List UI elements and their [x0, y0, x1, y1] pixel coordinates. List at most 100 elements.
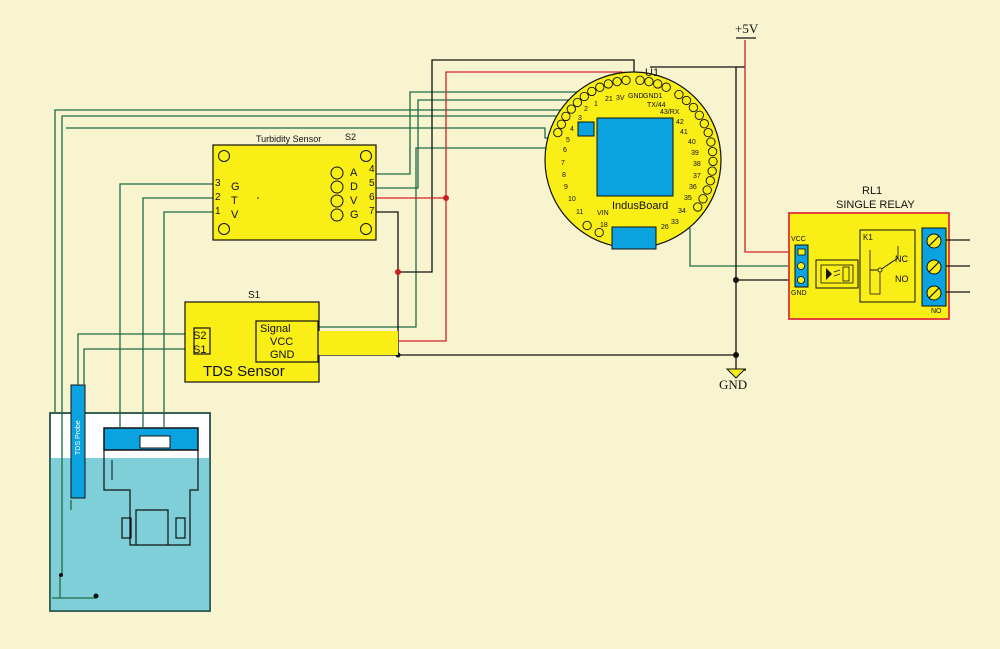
- board-pin-hole: [595, 82, 605, 92]
- board-pin-hole: [556, 119, 567, 129]
- turbidity-pin-V: V: [231, 209, 239, 221]
- board-pin-41: 41: [680, 129, 688, 136]
- board-pin-1: 1: [594, 101, 598, 108]
- tds-title: TDS Sensor: [203, 363, 285, 380]
- board-pin-hole: [703, 127, 713, 138]
- tds-pin-s2: S2: [193, 330, 206, 342]
- board-pin-hole: [644, 76, 654, 87]
- turbidity-title: Turbidity Sensor: [256, 134, 321, 144]
- board-pin-gnd1: GND1: [643, 93, 663, 100]
- board-pin-5: 5: [566, 137, 570, 144]
- board-pin-8: 8: [562, 172, 566, 179]
- board-pin-2: 2: [584, 106, 588, 113]
- board-pin-hole: [688, 102, 699, 113]
- relay-pin-gnd: GND: [791, 290, 807, 297]
- turbidity-pin-num-6: 6: [369, 192, 375, 203]
- turbidity-probe: [103, 427, 199, 546]
- turbidity-pin-num-7: 7: [369, 206, 375, 217]
- board-pin-hole: [579, 91, 589, 102]
- turbidity-pin-A: A: [350, 167, 358, 179]
- board-pin-hole: [553, 127, 563, 138]
- tds-vcc-label: VCC: [270, 336, 293, 348]
- board-name: IndusBoard: [612, 200, 668, 212]
- board-pin-tx44: TX/44: [647, 102, 666, 109]
- board-pin-hole: [698, 194, 708, 204]
- board-pin-hole: [705, 176, 715, 186]
- board-pin-21: 21: [605, 96, 613, 103]
- tds-sensor: S1 S2 S1 Signal VCC GND TDS Sensor: [184, 290, 398, 383]
- turbidity-pin-num-2: 2: [215, 192, 221, 203]
- board-pin-3: 3: [578, 115, 582, 122]
- board-pin-hole: [661, 82, 671, 92]
- board-pin-hole: [699, 119, 709, 129]
- board-pin-40: 40: [688, 139, 696, 146]
- board-pin-43rx: 43/RX: [660, 109, 680, 116]
- relay-k1: K1: [863, 233, 873, 242]
- board-pin-hole: [707, 146, 718, 157]
- board-pin-39: 39: [691, 150, 699, 157]
- tds-gnd-label: GND: [270, 349, 295, 361]
- board-pin-hole: [572, 97, 583, 108]
- board-pin-hole: [612, 76, 622, 87]
- tds-probe-label: TDS Probe: [75, 420, 82, 455]
- turbidity-pin-num-4: 4: [369, 164, 375, 175]
- board-pin-hole: [582, 220, 592, 231]
- relay-pin-vcc: VCC: [791, 236, 806, 243]
- turbidity-pin-D: D: [350, 181, 358, 193]
- relay-no: NO: [895, 274, 909, 284]
- board-pin-hole: [693, 202, 703, 212]
- board-pin-hole: [681, 95, 692, 106]
- board-pin-10: 10: [568, 196, 576, 203]
- board-pin-34: 34: [678, 208, 686, 215]
- board-pin-4: 4: [570, 126, 574, 133]
- board-pin-holes: [553, 75, 718, 238]
- board-pin-hole: [566, 104, 576, 114]
- board-pin-3v: 3V: [616, 95, 625, 102]
- board-pin-gnd: GND: [628, 93, 644, 100]
- board-pin-hole: [694, 110, 704, 120]
- board-pin-42: 42: [676, 119, 684, 126]
- board-pin-hole: [635, 75, 645, 85]
- gnd-label: GND: [719, 377, 747, 392]
- turbidity-pin-G2: G: [350, 209, 359, 221]
- board-pin-36: 36: [689, 184, 697, 191]
- turbidity-pin-G: G: [231, 181, 240, 193]
- turbidity-ref: S2: [345, 132, 356, 142]
- board-pin-6: 6: [563, 147, 567, 154]
- plus-5v-label: +5V: [735, 21, 759, 36]
- plus-5v-symbol: +5V: [735, 21, 759, 39]
- board-pin-hole: [708, 156, 718, 167]
- turbidity-pin-num-3: 3: [215, 178, 221, 189]
- board-pin-hole: [653, 79, 663, 89]
- board-pin-hole: [621, 75, 631, 85]
- tds-pin-s1: S1: [193, 344, 206, 356]
- board-pin-18: 18: [600, 222, 608, 229]
- board-pin-hole: [706, 137, 716, 147]
- relay-ref: RL1: [862, 185, 882, 197]
- relay-terminal-no: NO: [931, 308, 942, 315]
- board-pin-vin: VIN: [597, 210, 609, 217]
- relay-title: SINGLE RELAY: [836, 199, 915, 211]
- board-pin-26: 26: [661, 224, 669, 231]
- board-pin-hole: [594, 227, 604, 238]
- board-pin-9: 9: [564, 184, 568, 191]
- gnd-symbol: GND: [719, 368, 747, 392]
- board-pin-hole: [674, 89, 684, 100]
- board-pin-hole: [561, 111, 571, 122]
- board-pin-7: 7: [561, 160, 565, 167]
- tds-signal-label: Signal: [260, 323, 291, 335]
- board-pin-33: 33: [671, 219, 679, 226]
- black-wires: [318, 59, 800, 371]
- turbidity-pin-T: T: [231, 195, 238, 207]
- tds-ref: S1: [248, 290, 261, 301]
- board-pin-hole: [587, 86, 597, 97]
- turbidity-pin-num-5: 5: [369, 178, 375, 189]
- board-pin-hole: [702, 185, 712, 195]
- board-pin-37: 37: [693, 173, 701, 180]
- board-ref: U1: [645, 67, 659, 79]
- tds-probe: TDS Probe: [70, 384, 86, 499]
- board-pin-hole: [707, 166, 717, 176]
- turbidity-sensor: Turbidity Sensor S2 3 G 2 T 1 V A 4 D 5 …: [212, 132, 377, 241]
- board-pin-35: 35: [684, 195, 692, 202]
- relay-nc: NC: [895, 254, 908, 264]
